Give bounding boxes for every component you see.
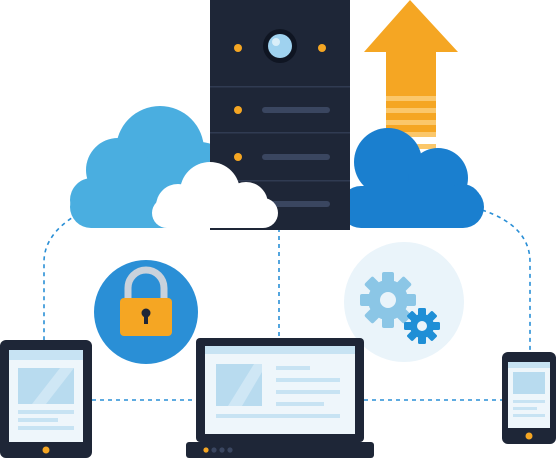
server-status-light-3 (234, 106, 242, 114)
padlock-icon (120, 266, 172, 336)
connectors (43, 209, 531, 401)
smartphone-home-button (525, 432, 533, 440)
server-status-light-4 (234, 153, 242, 161)
gear-small-icon (404, 308, 440, 344)
cloud-center-icon (152, 162, 278, 228)
laptop-base (186, 442, 374, 458)
tablet-home-button (42, 446, 50, 454)
server-drive-slot-1 (262, 107, 330, 113)
server-drive-slot-2 (262, 154, 330, 160)
edge-cloud-left-to-tablet (43, 213, 79, 340)
server-drive-slot-3 (262, 201, 330, 207)
laptop-icon (186, 338, 374, 458)
security-badge (94, 260, 198, 364)
tablet-icon (0, 340, 92, 458)
server-status-light-2 (318, 44, 326, 52)
smartphone-screen (508, 362, 550, 428)
settings-badge (344, 242, 464, 362)
gear-large-icon (360, 272, 416, 328)
cloud-right-icon (340, 128, 484, 228)
server-status-light-1 (234, 44, 242, 52)
edge-cloud-right-to-smartphone (481, 209, 531, 352)
smartphone-icon (502, 352, 556, 444)
